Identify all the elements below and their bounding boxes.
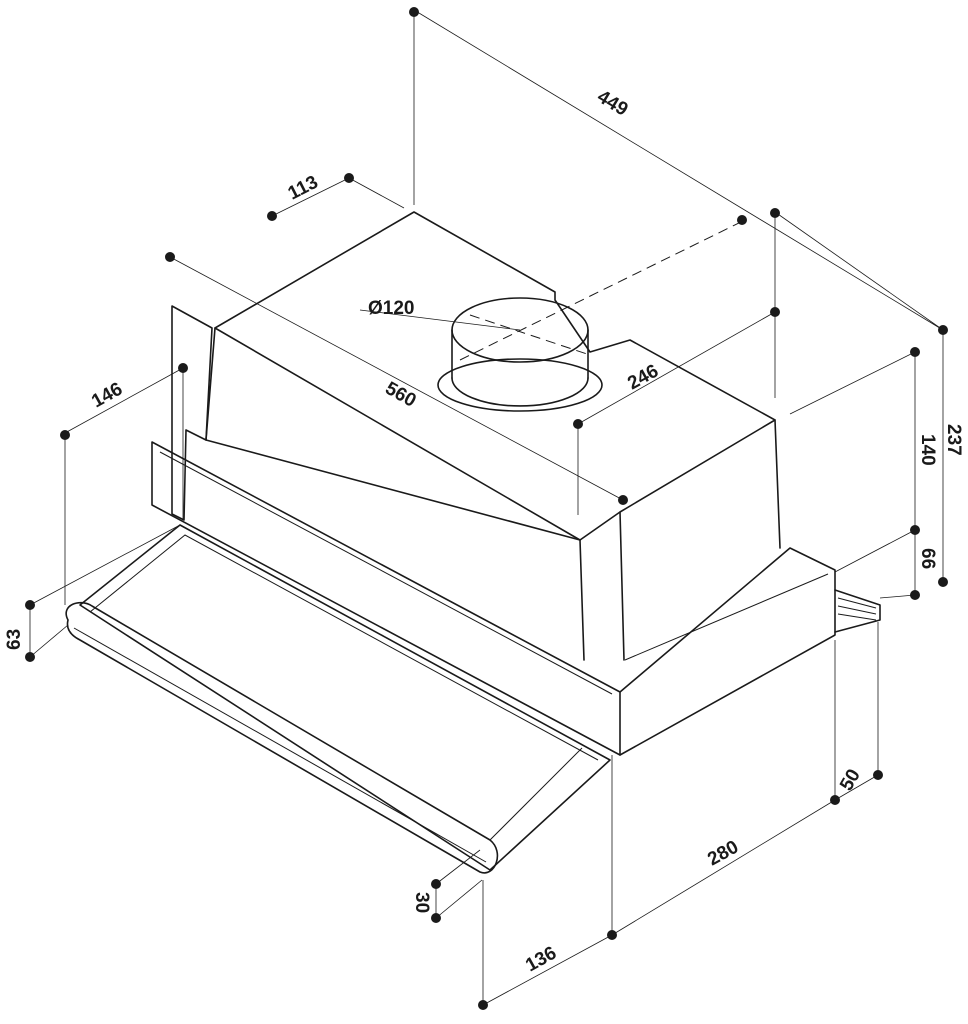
dim-label-diameter-120: Ø120 xyxy=(368,298,414,319)
hood-outline xyxy=(65,211,881,874)
dim-label-50: 50 xyxy=(836,766,865,795)
dim-label-140: 140 xyxy=(917,434,938,466)
dimension-lines xyxy=(29,9,944,1006)
dim-label-246: 246 xyxy=(624,361,662,395)
dim-label-30: 30 xyxy=(411,892,432,913)
dimension-endpoint-dots xyxy=(25,7,948,1010)
dim-label-280: 280 xyxy=(704,837,742,871)
dim-label-66: 66 xyxy=(917,548,938,569)
dim-label-136: 136 xyxy=(522,943,560,977)
dimension-labels: 449 113 Ø120 560 246 140 237 66 146 63 3… xyxy=(4,86,964,976)
dim-label-449: 449 xyxy=(593,86,631,120)
outlet-collar xyxy=(437,297,603,412)
outlet-centerlines xyxy=(459,219,746,361)
dim-label-146: 146 xyxy=(88,379,126,413)
dim-label-560: 560 xyxy=(382,378,420,412)
dim-label-237: 237 xyxy=(943,424,964,456)
dim-label-113: 113 xyxy=(285,172,322,205)
dim-label-63: 63 xyxy=(4,629,25,650)
